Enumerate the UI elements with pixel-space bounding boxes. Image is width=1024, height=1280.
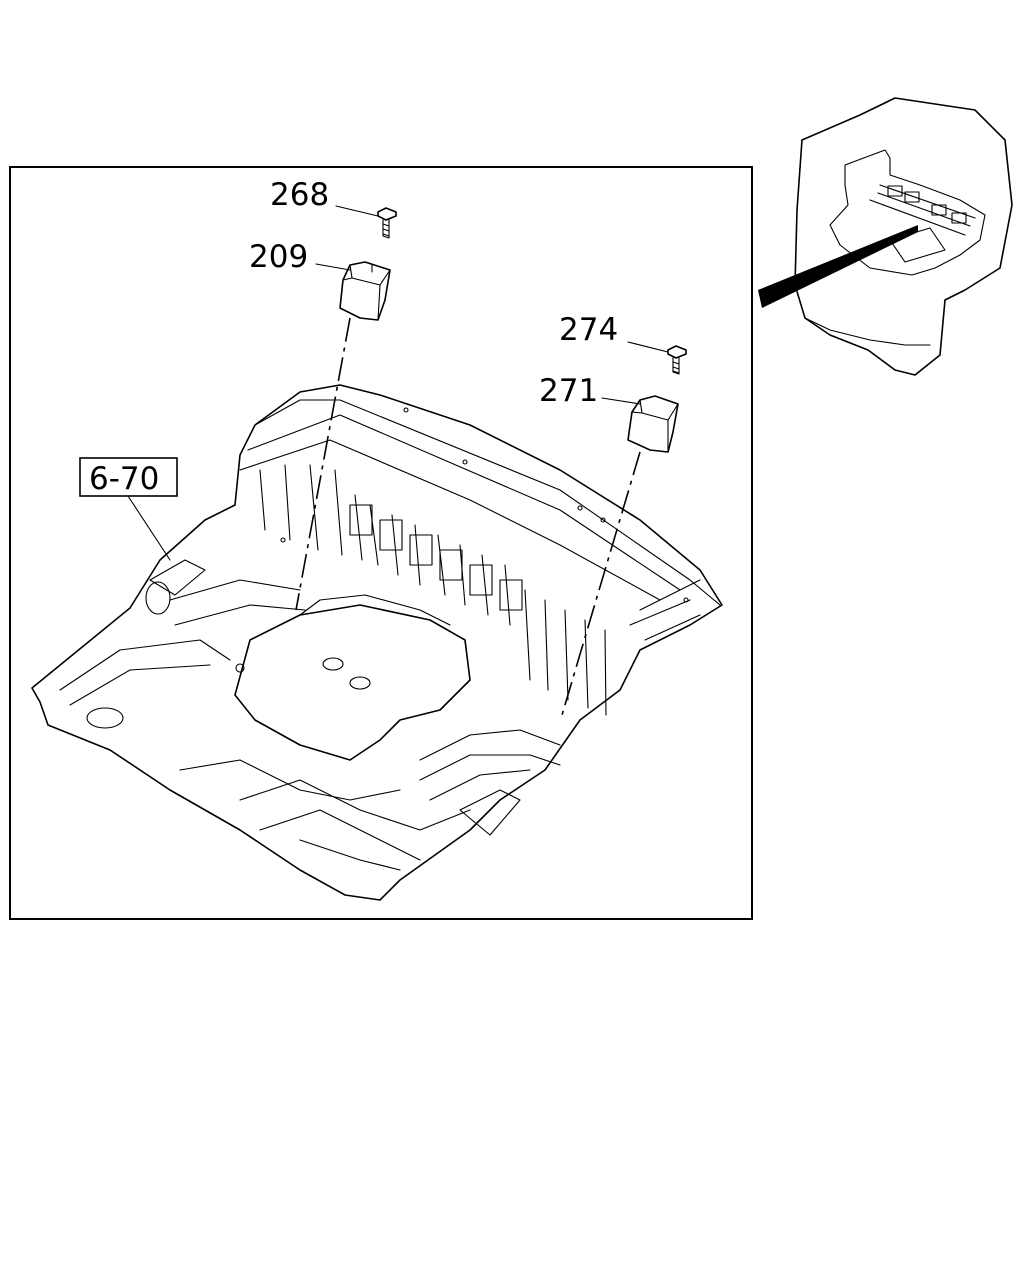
locator-pointer	[758, 225, 918, 308]
callout-268: 268	[270, 177, 329, 213]
floor-panel	[31, 384, 723, 901]
reference-box	[79, 457, 178, 497]
leader-274	[627, 341, 669, 353]
callout-209: 209	[249, 239, 308, 275]
leader-209	[315, 263, 351, 271]
part-274-screw	[667, 345, 687, 375]
install-line-271	[561, 451, 641, 716]
reference-label: 6-70	[89, 461, 159, 497]
callout-274: 274	[559, 312, 618, 348]
install-line-209	[295, 317, 351, 611]
leader-6-70	[127, 495, 171, 561]
part-271-bracket	[627, 395, 679, 453]
part-268-screw	[377, 207, 397, 239]
diagram-frame	[9, 166, 753, 920]
leader-268	[335, 205, 379, 217]
part-209-bracket	[339, 261, 391, 321]
callout-271: 271	[539, 373, 598, 409]
leader-271	[601, 397, 641, 405]
